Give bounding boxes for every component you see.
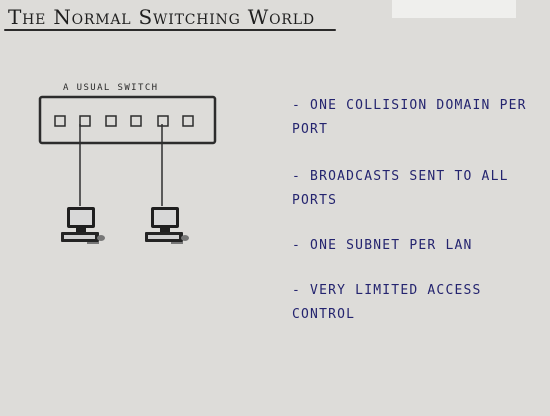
bullet-item-2: - Broadcasts sent to all ports bbox=[265, 165, 535, 213]
bullet-item-4-text: - Very limited access control bbox=[292, 283, 482, 322]
bullet-item-1: - One collision domain per port bbox=[265, 94, 535, 142]
switch-port-6 bbox=[182, 115, 194, 127]
switch-port-1 bbox=[54, 115, 66, 127]
computer-right bbox=[145, 207, 189, 244]
title-underline bbox=[4, 29, 336, 31]
switch-port-5 bbox=[157, 115, 169, 127]
bullet-item-4: - Very limited access control bbox=[265, 279, 535, 327]
bullet-item-3: - One subnet per LAN bbox=[265, 234, 535, 258]
bullet-list: - One collision domain per port - Broadc… bbox=[265, 94, 535, 349]
bullet-item-3-text: - One subnet per LAN bbox=[292, 238, 473, 253]
bullet-item-1-text: - One collision domain per port bbox=[292, 98, 527, 137]
computer-left bbox=[61, 207, 105, 244]
slide-title: The Normal Switching World bbox=[8, 5, 315, 29]
switch-label: A usual switch bbox=[63, 83, 159, 93]
switch-port-3 bbox=[105, 115, 117, 127]
switch-box bbox=[38, 95, 217, 145]
switch-port-2 bbox=[79, 115, 91, 127]
switch-port-4 bbox=[130, 115, 142, 127]
top-right-panel bbox=[392, 0, 516, 18]
bullet-item-2-text: - Broadcasts sent to all ports bbox=[292, 169, 509, 208]
